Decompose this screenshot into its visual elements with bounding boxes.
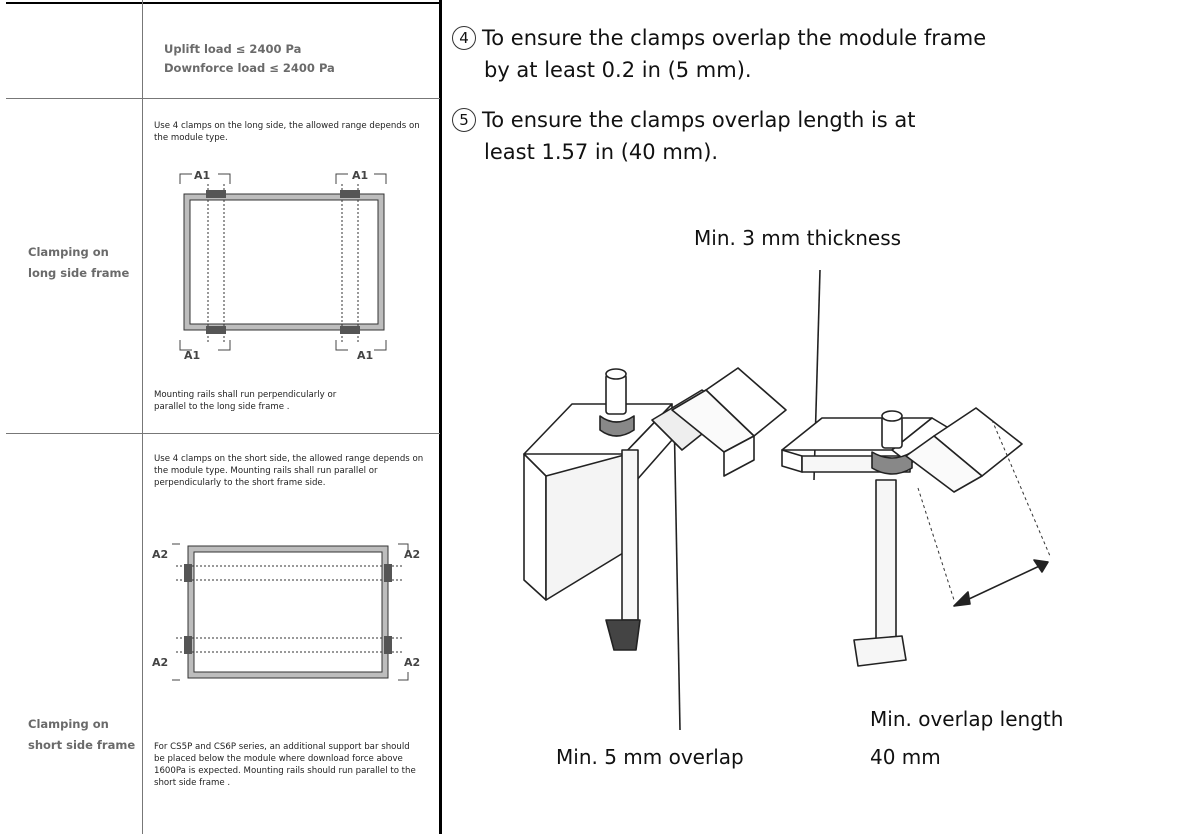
a2-label-top-left: A2 (152, 548, 168, 561)
arrow-head-right (1033, 559, 1049, 573)
step-4-line-1: To ensure the clamps overlap the module … (482, 26, 987, 50)
load-limits: Uplift load ≤ 2400 Pa Downforce load ≤ 2… (164, 40, 335, 78)
a1-label-top-left: A1 (194, 169, 210, 182)
row-divider-1 (6, 98, 440, 99)
column-divider (142, 0, 143, 834)
short-clamp-bottom-right (384, 636, 392, 654)
clamping-spec-table: Uplift load ≤ 2400 Pa Downforce load ≤ 2… (6, 0, 440, 834)
long-side-row-label: Clamping on long side frame (28, 245, 130, 280)
short-side-intro: Use 4 clamps on the short side, the allo… (154, 454, 424, 488)
short-side-clamp-diagram: A2 A2 A2 A2 (146, 534, 436, 689)
long-side-intro: Use 4 clamps on the long side, the allow… (154, 121, 420, 143)
clamp-top-left (206, 190, 226, 198)
overlap-callout: Min. 5 mm overlap (556, 745, 744, 769)
step-4-number: 4 (452, 26, 476, 50)
short-clamp-top-left (184, 564, 192, 582)
a1-label-top-right: A1 (352, 169, 368, 182)
step-5-number: 5 (452, 108, 476, 132)
installation-table-panel: Uplift load ≤ 2400 Pa Downforce load ≤ 2… (0, 0, 442, 834)
short-module-frame-inner (193, 551, 383, 673)
uplift-load-text: Uplift load ≤ 2400 Pa (164, 42, 302, 56)
overlap-length-callout-line-2: 40 mm (870, 745, 941, 769)
row-divider-2 (6, 433, 440, 434)
table-top-border (6, 2, 440, 4)
end-clamp (523, 367, 787, 651)
clamp-illustration (523, 269, 1051, 731)
a2-label-bottom-left: A2 (152, 656, 168, 669)
arrow-head-left (953, 591, 971, 607)
downforce-load-text: Downforce load ≤ 2400 Pa (164, 61, 335, 75)
overlap-leader-line (673, 409, 681, 731)
step-5-line-2: least 1.57 in (40 mm). (484, 140, 719, 164)
a2-label-top-right: A2 (404, 548, 420, 561)
clamp-top-right (340, 190, 360, 198)
mid-clamp (781, 407, 1023, 667)
step-5-line-1: To ensure the clamps overlap length is a… (482, 108, 916, 132)
short-side-row-label: Clamping on short side frame (28, 717, 136, 752)
step-4-line-2: by at least 0.2 in (5 mm). (484, 58, 752, 82)
long-side-clamp-diagram: A1 A1 A1 A1 (172, 162, 396, 367)
a1-label-bottom-right: A1 (357, 349, 373, 362)
short-clamp-top-right (384, 564, 392, 582)
short-side-note: For CS5P and CS6P series, an additional … (154, 742, 416, 788)
a1-label-bottom-left: A1 (184, 349, 200, 362)
overlap-length-callout-line-1: Min. overlap length (870, 707, 1064, 731)
long-side-note: Mounting rails shall run perpendicularly… (154, 390, 337, 412)
short-clamp-bottom-left (184, 636, 192, 654)
clamp-bottom-right (340, 326, 360, 334)
thickness-callout: Min. 3 mm thickness (694, 226, 902, 250)
a2-label-bottom-right: A2 (404, 656, 420, 669)
clamp-bottom-left (206, 326, 226, 334)
module-frame-inner (189, 199, 379, 325)
